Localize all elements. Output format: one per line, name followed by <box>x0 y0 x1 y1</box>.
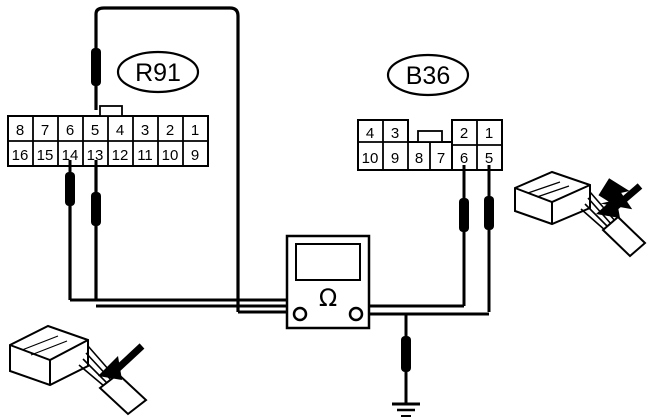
b36-top-row-labels: 4 3 2 1 <box>366 125 493 142</box>
r91-pin-label: 15 <box>37 147 54 164</box>
r91-pin-label: 14 <box>62 147 79 164</box>
r91-pin-label: 12 <box>112 147 129 164</box>
r91-pin-label: 1 <box>191 122 199 139</box>
b36-probe-wires <box>459 165 494 312</box>
r91-pin-label: 2 <box>166 122 174 139</box>
r91-pin-label: 13 <box>87 147 104 164</box>
r91-pin-label: 5 <box>91 122 99 139</box>
bus-wires <box>70 298 489 316</box>
b36-pin-label: 2 <box>460 125 468 142</box>
r91-pin-label: 4 <box>116 122 124 139</box>
b36-bottom-row-labels: 10 9 8 7 6 5 <box>362 150 494 167</box>
harness-connector-icon <box>9 324 148 416</box>
harness-connector-icon <box>514 170 647 258</box>
r91-pin-label: 3 <box>141 122 149 139</box>
r91-pin-label: 8 <box>16 122 24 139</box>
ground-icon <box>392 314 420 417</box>
b36-label-ellipse <box>386 53 470 97</box>
b36-pin-grid <box>357 119 503 171</box>
insert-arrow-icon <box>98 343 145 380</box>
b36-pin-label: 6 <box>460 150 468 167</box>
r91-bottom-row-labels: 16 15 14 13 12 11 10 9 <box>12 147 200 164</box>
b36-label: B36 <box>406 62 450 90</box>
inline-connector-mark <box>91 48 101 86</box>
b36-pin-label: 8 <box>415 150 423 167</box>
b36-pin-label: 4 <box>366 125 374 142</box>
b36-pin-label: 9 <box>391 150 399 167</box>
b36-pin-label: 10 <box>362 150 379 167</box>
r91-probe-wires <box>65 160 101 300</box>
ohm-symbol: Ω <box>319 284 337 312</box>
ohmmeter-icon <box>285 234 371 330</box>
r91-pin-label: 9 <box>191 147 199 164</box>
r91-pin-label: 10 <box>162 147 179 164</box>
r91-pin-label: 7 <box>41 122 49 139</box>
r91-label: R91 <box>135 59 181 87</box>
b36-pin-label: 1 <box>485 125 493 142</box>
b36-pin-label: 5 <box>485 150 493 167</box>
b36-pin-label: 3 <box>391 125 399 142</box>
b36-pin-label: 7 <box>437 150 445 167</box>
r91-pin-label: 11 <box>137 147 153 164</box>
r91-top-row-labels: 8 7 6 5 4 3 2 1 <box>16 122 199 139</box>
insert-arrow-icon <box>596 178 643 218</box>
r91-pin-grid <box>7 105 209 167</box>
r91-pin-label: 6 <box>66 122 74 139</box>
r91-label-ellipse <box>116 50 200 94</box>
r91-pin-label: 16 <box>12 147 29 164</box>
